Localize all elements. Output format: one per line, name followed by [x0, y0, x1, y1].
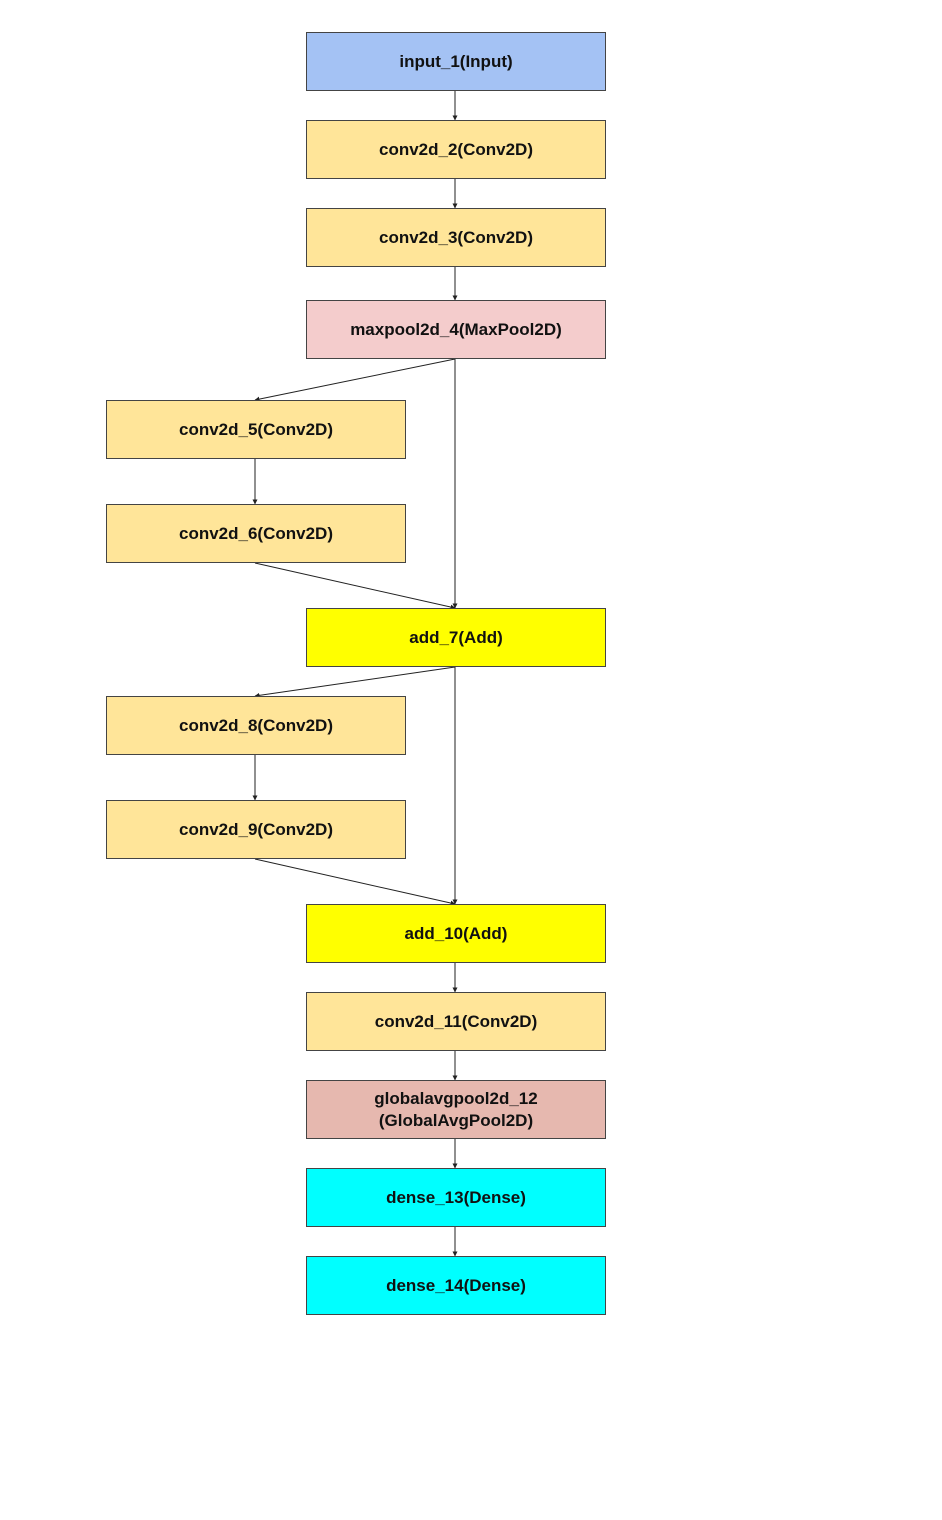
node-conv2d-5: conv2d_5(Conv2D) [106, 400, 406, 459]
node-input-1: input_1(Input) [306, 32, 606, 91]
node-globalavgpool2d-12: globalavgpool2d_12 (GlobalAvgPool2D) [306, 1080, 606, 1139]
node-conv2d-9: conv2d_9(Conv2D) [106, 800, 406, 859]
edge-conv2d_9-to-add_10 [254, 858, 456, 906]
edge-maxpool2d_4-to-conv2d_5 [254, 358, 456, 402]
node-conv2d-3: conv2d_3(Conv2D) [306, 208, 606, 267]
node-conv2d-2: conv2d_2(Conv2D) [306, 120, 606, 179]
edge-conv2d_6-to-add_7 [254, 562, 456, 610]
node-conv2d-11: conv2d_11(Conv2D) [306, 992, 606, 1051]
node-conv2d-6: conv2d_6(Conv2D) [106, 504, 406, 563]
node-add-7: add_7(Add) [306, 608, 606, 667]
node-add-10: add_10(Add) [306, 904, 606, 963]
node-dense-14: dense_14(Dense) [306, 1256, 606, 1315]
node-dense-13: dense_13(Dense) [306, 1168, 606, 1227]
edge-add_7-to-conv2d_8 [254, 666, 456, 698]
node-conv2d-8: conv2d_8(Conv2D) [106, 696, 406, 755]
node-maxpool2d-4: maxpool2d_4(MaxPool2D) [306, 300, 606, 359]
